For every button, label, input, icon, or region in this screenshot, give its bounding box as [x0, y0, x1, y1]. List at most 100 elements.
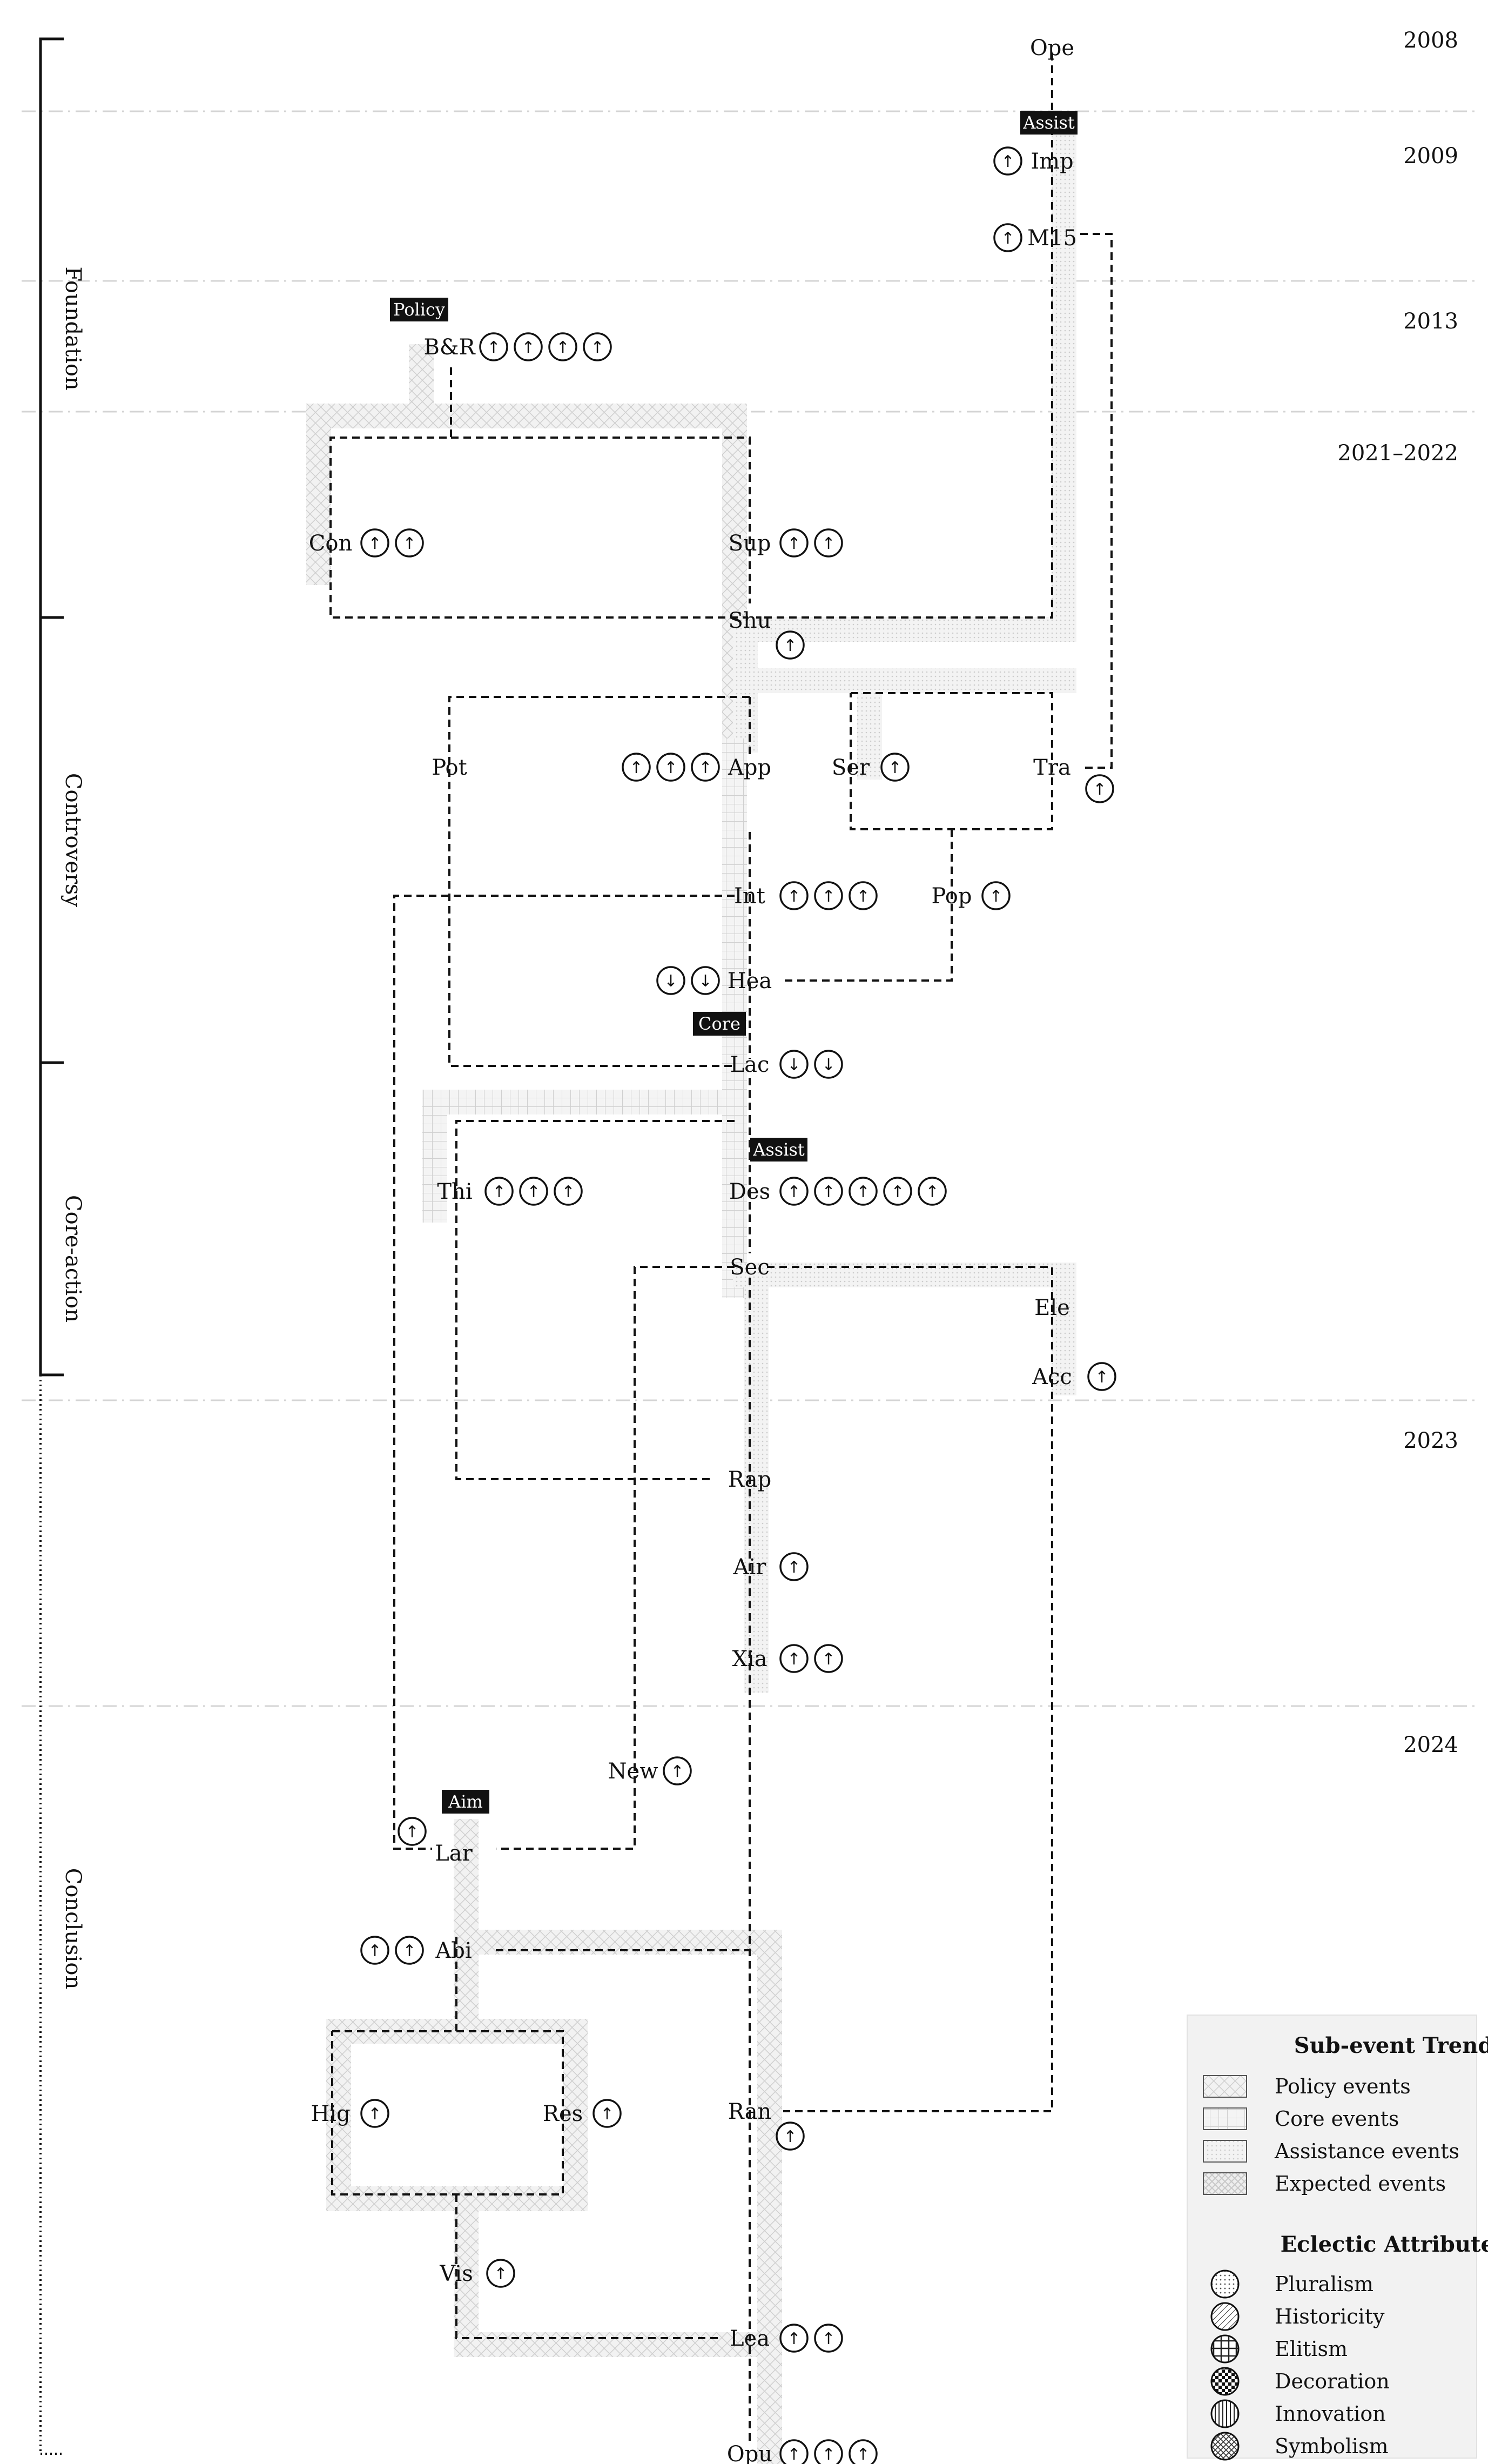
- dashed-connectors: [329, 53, 1113, 2442]
- event-node-sup: Sup↑↑: [729, 528, 843, 558]
- event-label: Sec: [730, 1255, 769, 1280]
- dashed-connector: [451, 437, 751, 603]
- event-label: Ope: [1030, 36, 1074, 61]
- svg-text:↓: ↓: [664, 972, 677, 991]
- event-node-m15: M15↑: [993, 223, 1077, 252]
- event-label: Abi: [435, 1938, 472, 1963]
- up-arrow-circle-icon: ↑: [486, 2259, 515, 2288]
- svg-text:↑: ↑: [1093, 780, 1106, 799]
- up-arrow-circle-icon: ↑: [398, 1817, 427, 1846]
- phase-label: Conclusion: [60, 1868, 85, 1990]
- legend-attr-item: Elitism: [1210, 2334, 1348, 2364]
- event-node-lea: Lea↑↑: [730, 2324, 843, 2353]
- svg-text:↑: ↑: [787, 887, 800, 906]
- up-arrow-circle-icon: ↑: [779, 881, 809, 910]
- up-arrow-circle-icon: ↑: [1087, 1362, 1116, 1391]
- event-label: Lea: [730, 2326, 770, 2351]
- dashed-connector: [331, 2030, 564, 2196]
- event-label: Des: [729, 1179, 770, 1204]
- up-arrow-circle-icon: ↑: [779, 2439, 809, 2464]
- svg-text:Policy: Policy: [393, 299, 445, 320]
- up-arrow-circle-icon: ↑: [918, 1177, 947, 1206]
- event-node-des: Des↑↑↑↑↑: [729, 1177, 947, 1206]
- up-arrow-circle-icon: ↑: [849, 2439, 878, 2464]
- up-arrow-circle-icon: ↑: [814, 881, 843, 910]
- event-label: Hig: [311, 2102, 350, 2126]
- event-label: New: [608, 1759, 658, 1784]
- svg-text:Assistance events: Assistance events: [1274, 2139, 1459, 2163]
- year-label: 2013: [1403, 309, 1458, 334]
- event-node-pop: Pop↑: [932, 881, 1011, 910]
- up-arrow-circle-icon: ↑: [776, 630, 805, 660]
- event-node-imp: Imp↑: [993, 146, 1074, 176]
- svg-text:↑: ↑: [402, 1942, 416, 1961]
- up-arrow-circle-icon: ↑: [779, 1644, 809, 1673]
- svg-text:↑: ↑: [925, 1183, 939, 1201]
- category-tag: Assist: [750, 1138, 807, 1161]
- event-label: Vis: [439, 2261, 473, 2286]
- svg-text:Policy events: Policy events: [1275, 2074, 1411, 2098]
- svg-text:↑: ↑: [822, 2329, 835, 2348]
- event-label: Lar: [435, 1841, 473, 1866]
- event-label: M15: [1027, 226, 1077, 251]
- event-node-con: Con↑↑: [309, 528, 424, 558]
- trend-bands: [306, 128, 1076, 2464]
- event-label: Rap: [728, 1467, 772, 1492]
- up-arrow-circle-icon: ↑: [360, 2099, 389, 2128]
- category-tag: Policy: [390, 298, 448, 321]
- up-arrow-circle-icon: ↑: [592, 2099, 622, 2128]
- year-label: 2023: [1403, 1428, 1458, 1453]
- svg-text:↑: ↑: [698, 758, 712, 777]
- trend-band: [454, 1930, 782, 2464]
- event-node-app: App↑↑↑: [622, 753, 771, 782]
- up-arrow-circle-icon: ↑: [993, 223, 1022, 252]
- svg-text:↑: ↑: [888, 758, 901, 777]
- up-arrow-circle-icon: ↑: [993, 146, 1022, 176]
- up-arrow-circle-icon: ↑: [548, 332, 577, 361]
- svg-text:Expected events: Expected events: [1275, 2172, 1446, 2196]
- svg-text:Symbolism: Symbolism: [1275, 2434, 1389, 2458]
- svg-text:Aim: Aim: [448, 1791, 483, 1812]
- svg-text:↑: ↑: [787, 1650, 800, 1669]
- up-arrow-circle-icon: ↑: [981, 881, 1011, 910]
- category-tag: Assist: [1020, 111, 1078, 135]
- event-node-ran: Ran↑: [728, 2099, 805, 2151]
- dashed-connector: [329, 367, 748, 619]
- svg-text:↑: ↑: [783, 636, 797, 655]
- event-label: Ser: [832, 755, 870, 780]
- legend-trend-item: Assistance events: [1203, 2139, 1459, 2163]
- svg-text:↑: ↑: [494, 2265, 507, 2284]
- up-arrow-circle-icon: ↑: [779, 1552, 809, 1581]
- event-node-int: Int↑↑↑: [734, 881, 878, 910]
- event-node-bnr: B&R↑↑↑↑: [423, 332, 612, 361]
- svg-text:↑: ↑: [629, 758, 643, 777]
- svg-text:↑: ↑: [891, 1183, 904, 1201]
- svg-text:↑: ↑: [822, 887, 835, 906]
- up-arrow-circle-icon: ↑: [880, 753, 910, 782]
- svg-text:↑: ↑: [670, 1762, 684, 1781]
- down-arrow-circle-icon: ↓: [779, 1050, 809, 1079]
- event-node-new: New ↑: [608, 1756, 692, 1785]
- svg-text:Assist: Assist: [1022, 112, 1075, 133]
- event-label: Res: [543, 2102, 583, 2126]
- event-node-opu: Opu↑↑↑: [727, 2439, 878, 2464]
- event-node-lac: Lac↓↓: [730, 1050, 843, 1079]
- legend-attr-item: Innovation: [1210, 2399, 1386, 2428]
- legend-trend-item: Core events: [1203, 2107, 1399, 2131]
- svg-text:↑: ↑: [487, 338, 500, 357]
- up-arrow-circle-icon: ↑: [519, 1177, 548, 1206]
- svg-text:↑: ↑: [664, 758, 677, 777]
- svg-text:↑: ↑: [989, 887, 1002, 906]
- up-arrow-circle-icon: ↑: [849, 881, 878, 910]
- event-node-shu: Shu↑: [729, 608, 805, 660]
- svg-text:Innovation: Innovation: [1275, 2402, 1386, 2426]
- svg-text:↓: ↓: [698, 972, 712, 991]
- event-label: Opu: [727, 2442, 772, 2464]
- event-node-hea: Hea↓↓: [656, 966, 772, 995]
- legend-trend-item: Expected events: [1203, 2172, 1446, 2196]
- event-label: Tra: [1033, 755, 1071, 780]
- event-node-thi: Thi↑↑↑: [437, 1177, 583, 1206]
- up-arrow-circle-icon: ↑: [779, 528, 809, 558]
